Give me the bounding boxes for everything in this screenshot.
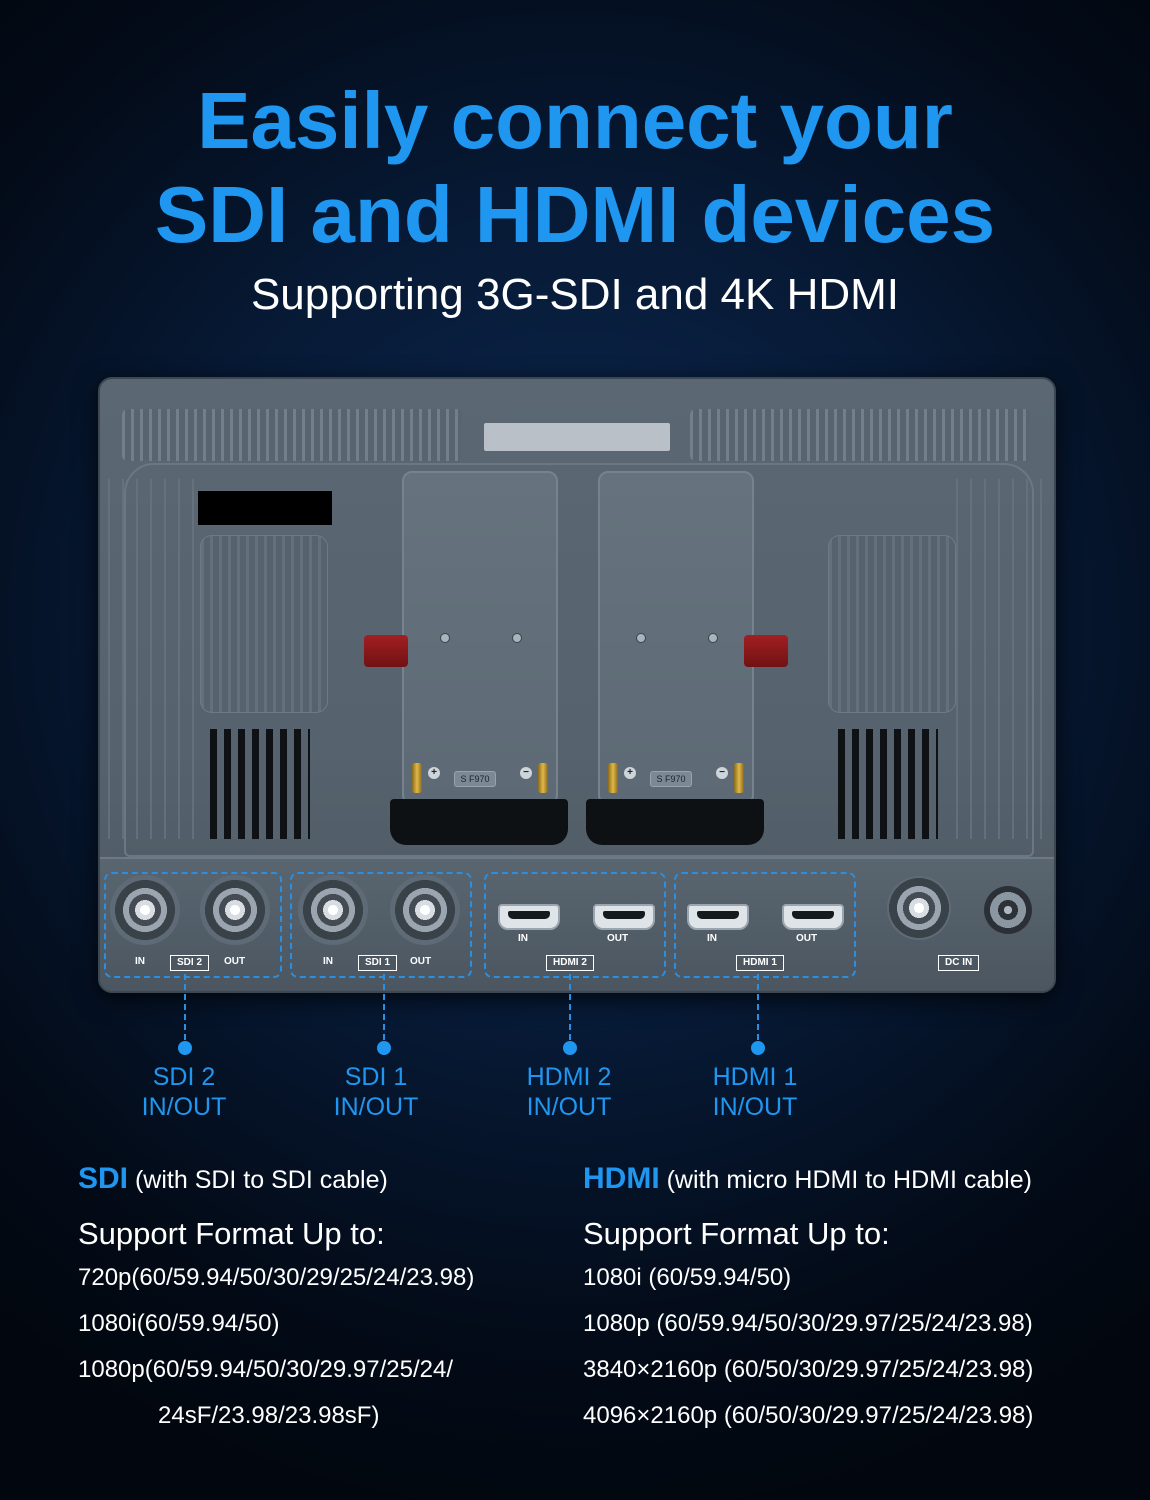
port-label-in: IN xyxy=(135,956,145,967)
battery-model-label: S F970 xyxy=(454,771,496,787)
card-slot xyxy=(198,491,332,525)
callout-hdmi2-line2: IN/OUT xyxy=(526,1093,612,1121)
sdi2-port-group xyxy=(104,872,282,978)
sdi-spec-note: (with SDI to SDI cable) xyxy=(134,1166,388,1194)
callout-hdmi1-line2: IN/OUT xyxy=(712,1093,798,1121)
top-fins-left xyxy=(122,409,462,461)
screw-icon xyxy=(708,633,718,643)
hdmi-format-line: 3840×2160p (60/50/30/29.97/25/24/23.98) xyxy=(583,1356,1034,1383)
port-label-out: OUT xyxy=(224,956,246,967)
vent-left xyxy=(210,729,310,839)
port-label-in: IN xyxy=(323,956,333,967)
dc-in-port[interactable] xyxy=(984,886,1032,934)
hdmi-spec-heading: HDMI (with micro HDMI to HDMI cable) xyxy=(583,1162,1032,1196)
battery-release-1[interactable] xyxy=(390,799,568,845)
screw-icon xyxy=(440,633,450,643)
sdi2-in-port[interactable] xyxy=(110,875,180,945)
callout-sdi2-line1: SDI 2 xyxy=(152,1063,216,1091)
plus-icon: + xyxy=(624,767,636,779)
dc-in-badge: DC IN xyxy=(938,955,980,971)
callout-sdi2: SDI 2 IN/OUT xyxy=(104,1062,264,1122)
hdmi2-out-port[interactable] xyxy=(593,904,655,930)
subheadline: Supporting 3G-SDI and 4K HDMI xyxy=(250,270,900,319)
hdmi2-in-port[interactable] xyxy=(498,904,560,930)
callout-hdmi2-line1: HDMI 2 xyxy=(526,1063,612,1091)
sdi2-out-port[interactable] xyxy=(200,875,270,945)
sdi1-badge: SDI 1 xyxy=(358,955,398,971)
port-label-in: IN xyxy=(518,933,528,944)
ribbed-panel-right xyxy=(828,535,956,713)
leader-dot-sdi2 xyxy=(178,1041,192,1055)
screw-icon xyxy=(636,633,646,643)
sdi-spec-heading: SDI (with SDI to SDI cable) xyxy=(78,1162,388,1196)
sdi1-out-port[interactable] xyxy=(390,875,460,945)
callout-hdmi1: HDMI 1 IN/OUT xyxy=(675,1062,835,1122)
hdmi-format-line: 1080i (60/59.94/50) xyxy=(583,1264,792,1291)
screw-icon xyxy=(512,633,522,643)
minus-icon: − xyxy=(716,767,728,779)
hdmi-format-line: 1080p (60/59.94/50/30/29.97/25/24/23.98) xyxy=(583,1310,1033,1337)
hdmi-support-label: Support Format Up to: xyxy=(583,1216,890,1251)
hdmi-spec-title: HDMI xyxy=(583,1162,660,1195)
ribbed-panel-left xyxy=(200,535,328,713)
leader-sdi1 xyxy=(383,974,385,1040)
leader-dot-hdmi2 xyxy=(563,1041,577,1055)
hdmi1-out-port[interactable] xyxy=(782,904,844,930)
sdi1-port-group xyxy=(290,872,472,978)
leader-hdmi1 xyxy=(757,974,759,1040)
battery-pin-icon xyxy=(608,763,618,793)
vent-right xyxy=(838,729,938,839)
top-fins-right xyxy=(690,409,1030,461)
sdi-format-line: 1080i(60/59.94/50) xyxy=(78,1310,280,1337)
plus-icon: + xyxy=(428,767,440,779)
hdmi-format-line: 4096×2160p (60/50/30/29.97/25/24/23.98) xyxy=(583,1402,1034,1429)
battery-plate-2: + − S F970 xyxy=(598,471,754,805)
release-latch-left[interactable] xyxy=(364,635,408,667)
callout-sdi1: SDI 1 IN/OUT xyxy=(296,1062,456,1122)
sdi-format-line: 24sF/23.98/23.98sF) xyxy=(158,1402,380,1429)
hdmi-spec-note: (with micro HDMI to HDMI cable) xyxy=(666,1166,1032,1194)
callout-hdmi1-line1: HDMI 1 xyxy=(712,1063,798,1091)
side-ribs-right xyxy=(956,479,1046,839)
battery-pin-icon xyxy=(734,763,744,793)
leader-dot-sdi1 xyxy=(377,1041,391,1055)
callout-hdmi2: HDMI 2 IN/OUT xyxy=(489,1062,649,1122)
hdmi1-port-group xyxy=(674,872,856,978)
port-label-in: IN xyxy=(707,933,717,944)
sdi-support-label: Support Format Up to: xyxy=(78,1216,385,1251)
battery-plate-1: + − S F970 xyxy=(402,471,558,805)
sdi-spec-title: SDI xyxy=(78,1162,129,1195)
callout-sdi1-line2: IN/OUT xyxy=(333,1093,419,1121)
battery-pin-icon xyxy=(412,763,422,793)
sdi-format-line: 1080p(60/59.94/50/30/29.97/25/24/ xyxy=(78,1356,453,1383)
sdi2-badge: SDI 2 xyxy=(170,955,210,971)
leader-dot-hdmi1 xyxy=(751,1041,765,1055)
port-label-out: OUT xyxy=(796,933,818,944)
battery-release-2[interactable] xyxy=(586,799,764,845)
hdmi2-port-group xyxy=(484,872,666,978)
leader-hdmi2 xyxy=(569,974,571,1040)
sdi-format-line: 720p(60/59.94/50/30/29/25/24/23.98) xyxy=(78,1264,475,1291)
release-latch-right[interactable] xyxy=(744,635,788,667)
headline-line-2: SDI and HDMI devices xyxy=(154,170,996,259)
headline-line-1: Easily connect your xyxy=(197,76,953,165)
callout-sdi1-line1: SDI 1 xyxy=(344,1063,408,1091)
port-label-out: OUT xyxy=(410,956,432,967)
label-plate xyxy=(484,423,670,451)
minus-icon: − xyxy=(520,767,532,779)
port-label-out: OUT xyxy=(607,933,629,944)
sdi1-in-port[interactable] xyxy=(298,875,368,945)
callout-sdi2-line2: IN/OUT xyxy=(141,1093,227,1121)
hdmi2-badge: HDMI 2 xyxy=(546,955,594,971)
battery-pin-icon xyxy=(538,763,548,793)
sdi-loop-port[interactable] xyxy=(887,876,951,940)
side-ribs-left xyxy=(108,479,198,839)
hdmi1-badge: HDMI 1 xyxy=(736,955,784,971)
battery-model-label: S F970 xyxy=(650,771,692,787)
hdmi1-in-port[interactable] xyxy=(687,904,749,930)
leader-sdi2 xyxy=(184,974,186,1040)
